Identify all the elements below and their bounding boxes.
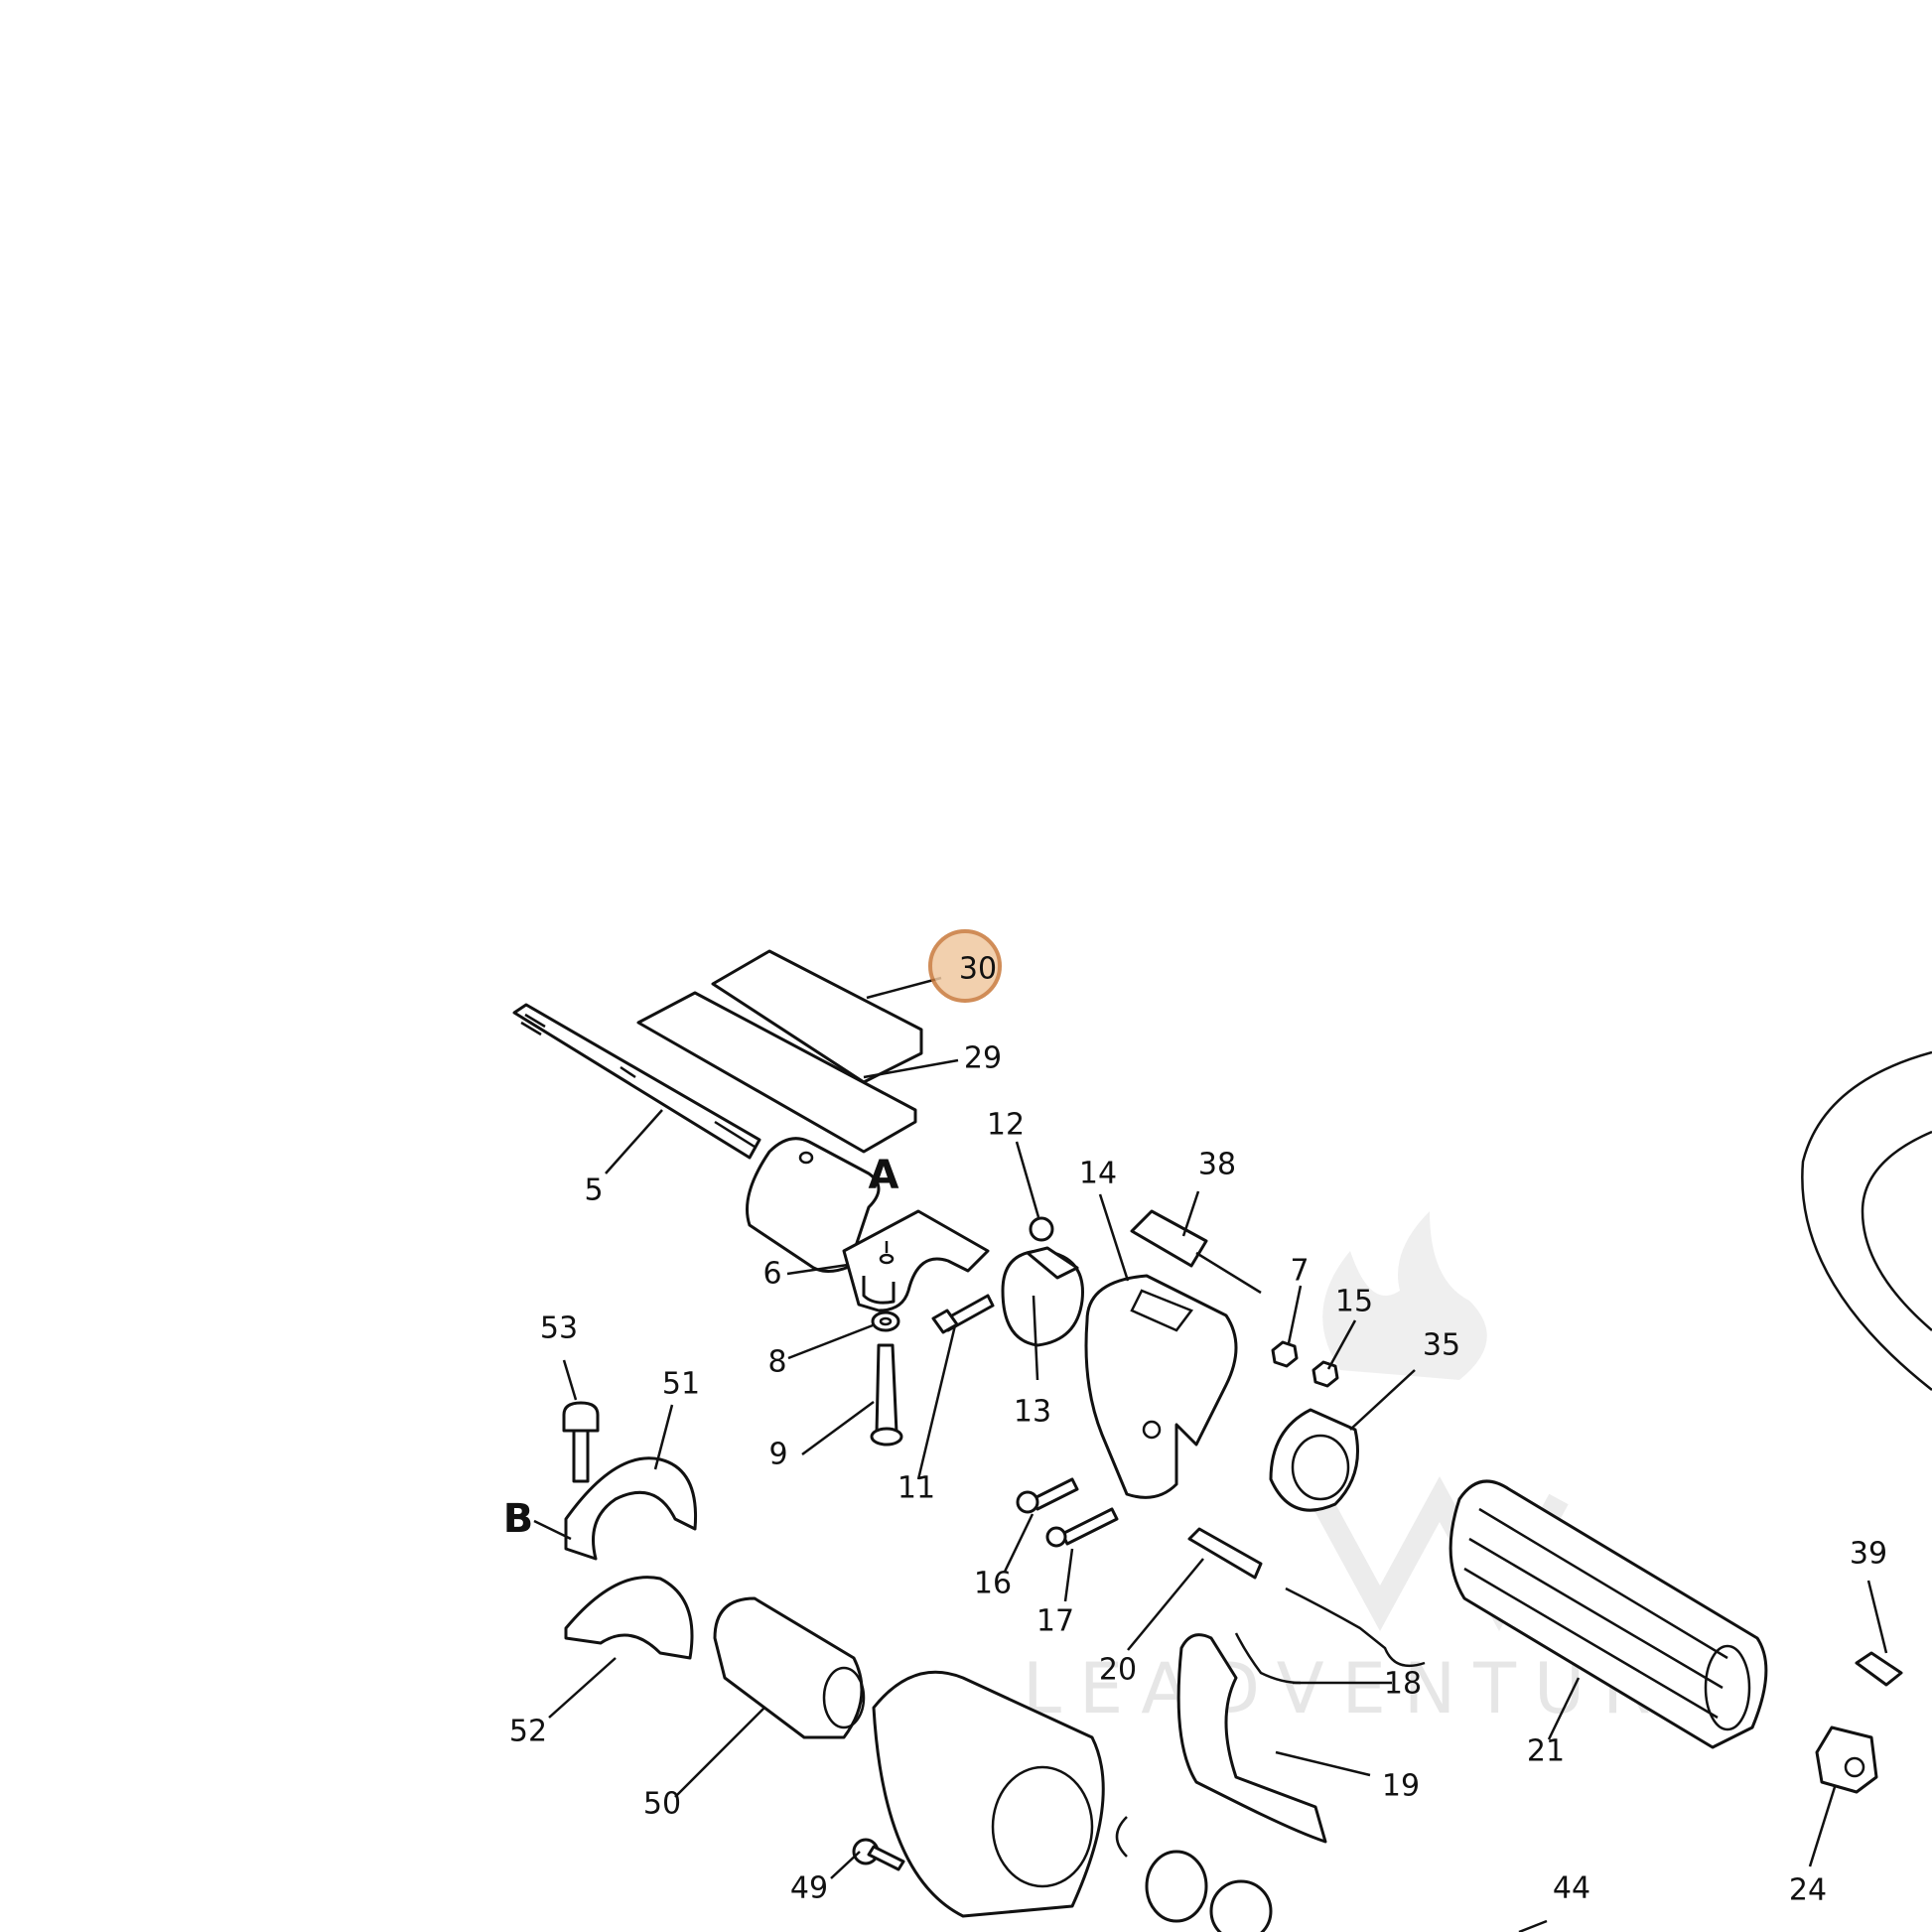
part-30-sticker[interactable] [711,949,923,1084]
callout-17[interactable]: 17 [1036,1604,1074,1639]
callout-16[interactable]: 16 [974,1567,1012,1601]
part-6-clamp[interactable] [842,1209,990,1312]
part-14-switch-housing[interactable] [1084,1274,1238,1499]
callout-51[interactable]: 51 [662,1367,700,1402]
part-38-switch[interactable] [1130,1209,1262,1295]
callout-39[interactable]: 39 [1850,1537,1887,1572]
part-49-screw[interactable] [852,1838,905,1871]
callout-B[interactable]: B [503,1496,534,1542]
callout-30[interactable]: 30 [959,952,997,987]
part-8-washer[interactable] [871,1311,900,1332]
callout-11[interactable]: 11 [897,1471,935,1506]
part-52-holder[interactable] [564,1576,694,1660]
callout-29[interactable]: 29 [964,1041,1002,1076]
callout-53[interactable]: 53 [540,1311,578,1346]
callout-49[interactable]: 49 [790,1871,828,1906]
part-5-shaft[interactable] [512,1003,761,1160]
callout-35[interactable]: 35 [1423,1328,1460,1363]
callout-24[interactable]: 24 [1789,1873,1827,1908]
callout-14[interactable]: 14 [1079,1157,1117,1191]
callout-38[interactable]: 38 [1198,1148,1236,1182]
part-9-bolt[interactable] [870,1343,903,1447]
callout-52[interactable]: 52 [509,1715,547,1749]
part-13-band[interactable] [1001,1246,1084,1347]
callout-18[interactable]: 18 [1384,1667,1422,1702]
callout-15[interactable]: 15 [1335,1285,1373,1319]
bearing-parts[interactable] [1115,1816,1273,1932]
part-11-bolt[interactable] [931,1294,995,1334]
part-21-grip[interactable] [1449,1479,1768,1749]
part-18-spring[interactable] [1234,1632,1302,1685]
part-53-bolt[interactable] [562,1401,600,1483]
callout-9[interactable]: 9 [768,1438,787,1472]
callout-20[interactable]: 20 [1099,1653,1137,1688]
callout-21[interactable]: 21 [1527,1734,1565,1769]
part-19-lever[interactable] [1176,1633,1327,1844]
callout-50[interactable]: 50 [643,1787,681,1822]
part-51-holder[interactable] [564,1456,698,1561]
callout-19[interactable]: 19 [1382,1769,1420,1804]
part-housing-front[interactable] [872,1670,1105,1918]
callout-13[interactable]: 13 [1014,1395,1051,1430]
part-16-screw[interactable] [1016,1477,1079,1514]
callout-5[interactable]: 5 [584,1173,603,1208]
part-7-nut[interactable] [1271,1340,1299,1368]
part-24-nut[interactable] [1815,1725,1878,1794]
part-35-ring[interactable] [1269,1408,1359,1512]
callout-labels: 30 29 5 12 14 38 A 6 7 15 35 8 13 53 51 … [503,952,1887,1908]
callout-12[interactable]: 12 [987,1108,1025,1143]
callout-7[interactable]: 7 [1290,1254,1309,1289]
part-15-nut[interactable] [1311,1360,1339,1388]
callout-A[interactable]: A [869,1153,899,1198]
part-29-sticker[interactable] [636,991,917,1154]
highlight-circle [928,929,1002,1003]
part-12-nut[interactable] [1029,1216,1054,1242]
mirror-outline [1801,1050,1932,1391]
leader-lines [533,976,1888,1932]
part-17-screw[interactable] [1045,1507,1119,1548]
callout-8[interactable]: 8 [767,1345,786,1380]
callout-44[interactable]: 44 [1553,1871,1590,1906]
part-20-cable-end[interactable] [1187,1527,1426,1668]
callout-6[interactable]: 6 [762,1257,781,1292]
part-50-sleeve[interactable] [713,1596,866,1739]
part-39-part[interactable] [1855,1651,1903,1687]
